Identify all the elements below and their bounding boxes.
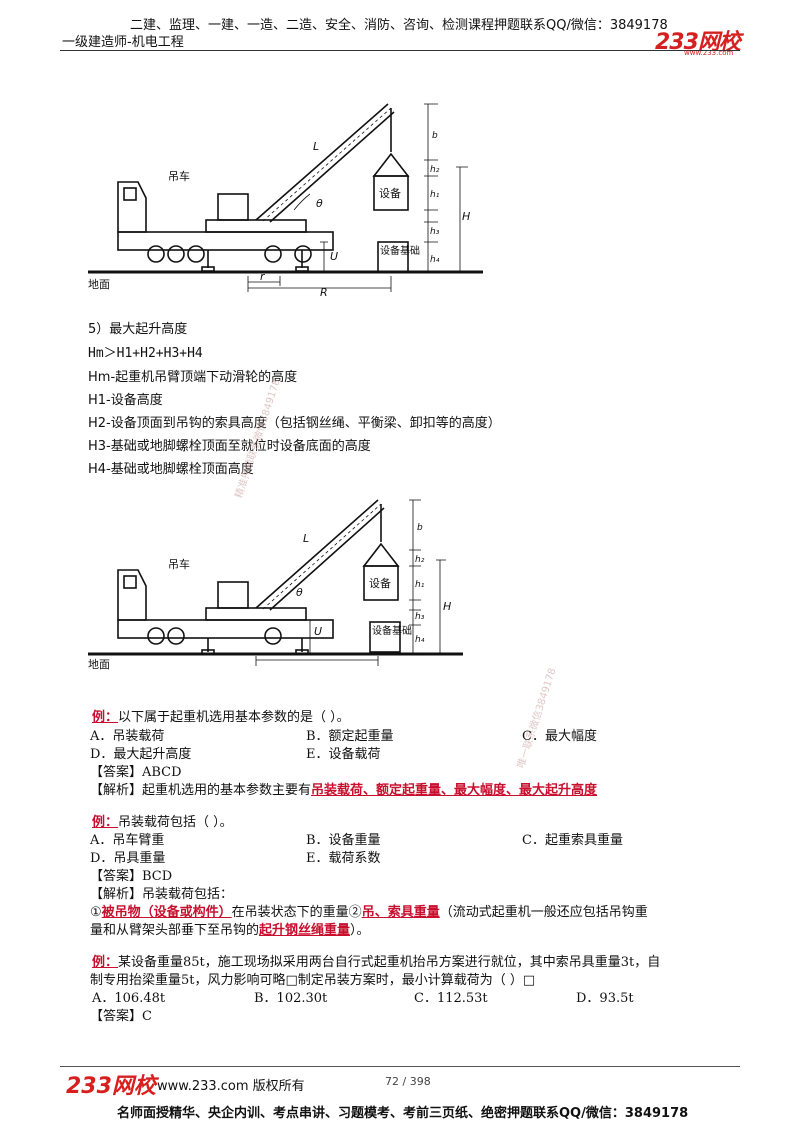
svg-text:h₄: h₄: [430, 255, 440, 265]
svg-text:h₃: h₃: [415, 612, 425, 622]
brand-logo-url: www.233.com: [684, 49, 734, 57]
example-3-stem-cont: 制专用抬梁重量5t，风力影响可略□制定吊装方案时，最小计算载荷为（ ）□: [90, 973, 536, 988]
svg-text:h₂: h₂: [430, 165, 440, 175]
label-equipment: 设备: [379, 186, 401, 200]
page-number: 72 / 398: [385, 1075, 431, 1088]
watermark: 唯一联系微信3849178: [515, 666, 559, 770]
option: A．106.48t: [92, 991, 166, 1006]
option: A．吊装载荷: [90, 729, 165, 744]
svg-text:θ: θ: [316, 197, 323, 210]
section-formula: Hm＞H1+H2+H3+H4: [88, 346, 203, 361]
svg-text:H: H: [443, 600, 451, 613]
svg-text:h₃: h₃: [430, 227, 440, 237]
label-crane: 吊车: [168, 557, 190, 571]
example-2-stem: 例：吊装载荷包括（ ）。: [92, 815, 233, 830]
analysis-line: 量和从臂架头部垂下至吊钩的起升钢丝绳重量）。: [90, 923, 370, 938]
example-1-stem: 例：以下属于起重机选用基本参数的是（ ）。: [92, 710, 350, 725]
svg-text:H: H: [462, 210, 470, 223]
analysis: 【解析】吊装载荷包括：: [90, 887, 234, 902]
example-3-stem: 例：某设备重量85t，施工现场拟采用两台自行式起重机抬吊方案进行就位，其中索吊具…: [92, 955, 661, 970]
header-contact-line: 二建、监理、一建、一造、二造、安全、消防、咨询、检测课程押题联系QQ/微信：38…: [130, 18, 668, 33]
analysis: 【解析】起重机选用的基本参数主要有吊装载荷、额定起重量、最大幅度、最大起升高度: [90, 783, 598, 798]
svg-text:L: L: [303, 532, 309, 545]
label-foundation: 设备基础: [372, 624, 412, 637]
svg-text:r: r: [260, 270, 266, 283]
section-line: Hm-起重机吊臂顶端下动滑轮的高度: [88, 370, 298, 385]
option: D．93.5t: [576, 991, 634, 1006]
example-tag: 例：: [92, 955, 119, 970]
svg-text:h₁: h₁: [430, 190, 440, 200]
svg-text:L: L: [313, 140, 319, 153]
option: C．起重索具重量: [522, 833, 623, 848]
svg-text:R: R: [320, 286, 328, 299]
header-divider: [60, 50, 740, 51]
header-subject: 一级建造师-机电工程: [62, 35, 184, 50]
footer-divider: [60, 1066, 740, 1067]
footer-promo: 名师面授精华、央企内训、考点串讲、习题模考、考前三页纸、绝密押题联系QQ/微信：…: [117, 1106, 689, 1121]
section-line: H3-基础或地脚螺栓顶面至就位时设备底面的高度: [88, 439, 371, 454]
svg-text:U: U: [330, 250, 338, 263]
option: C．最大幅度: [522, 729, 597, 744]
option: A．吊车臂重: [90, 833, 165, 848]
svg-text:h₂: h₂: [415, 555, 425, 565]
answer: 【答案】ABCD: [90, 765, 182, 780]
example-tag: 例：: [92, 815, 119, 830]
svg-text:U: U: [314, 625, 322, 638]
label-equipment: 设备: [369, 576, 391, 590]
section-line: H4-基础或地脚螺栓顶面高度: [88, 462, 254, 477]
option: C．112.53t: [414, 991, 488, 1006]
option: D．最大起升高度: [90, 747, 192, 762]
example-tag: 例：: [92, 710, 119, 725]
label-crane: 吊车: [168, 169, 190, 183]
svg-text:b: b: [432, 131, 438, 141]
footer-copyright: www.233.com 版权所有: [157, 1079, 305, 1094]
answer: 【答案】BCD: [90, 869, 173, 884]
option: E．设备载荷: [306, 747, 381, 762]
svg-text:θ: θ: [296, 586, 303, 599]
label-foundation: 设备基础: [380, 244, 420, 257]
section-line: H1-设备高度: [88, 393, 163, 408]
label-ground: 地面: [88, 278, 110, 291]
svg-text:h₁: h₁: [415, 580, 425, 590]
analysis-line: ①被吊物（设备或构件）在吊装状态下的重量②吊、索具重量（流动式起重机一般还应包括…: [90, 905, 648, 920]
section-line: H2-设备顶面到吊钩的索具高度（包括钢丝绳、平衡梁、卸扣等的高度）: [88, 416, 501, 431]
svg-text:b: b: [417, 523, 423, 533]
option: B．102.30t: [254, 991, 328, 1006]
svg-text:h₄: h₄: [415, 635, 425, 645]
option: B．额定起重量: [306, 729, 394, 744]
answer: 【答案】C: [90, 1009, 152, 1024]
option: E．载荷系数: [306, 851, 381, 866]
option: B．设备重量: [306, 833, 381, 848]
analysis-highlight: 吊装载荷、额定起重量、最大幅度、最大起升高度: [311, 783, 598, 798]
crane-diagram-2: 吊车 设备 设备基础 地面 L θ U b h₂ h₁ h₃ h₄ H: [88, 499, 463, 671]
option: D．吊具重量: [90, 851, 166, 866]
label-ground: 地面: [88, 658, 110, 671]
crane-diagram-1: 吊车 设备 设备基础 地面 L θ U r R b h₂ h₁ h₃ h₄ H: [88, 103, 483, 299]
footer-logo: 233网校: [66, 1074, 156, 1099]
section-heading: 5）最大起升高度: [88, 322, 188, 337]
